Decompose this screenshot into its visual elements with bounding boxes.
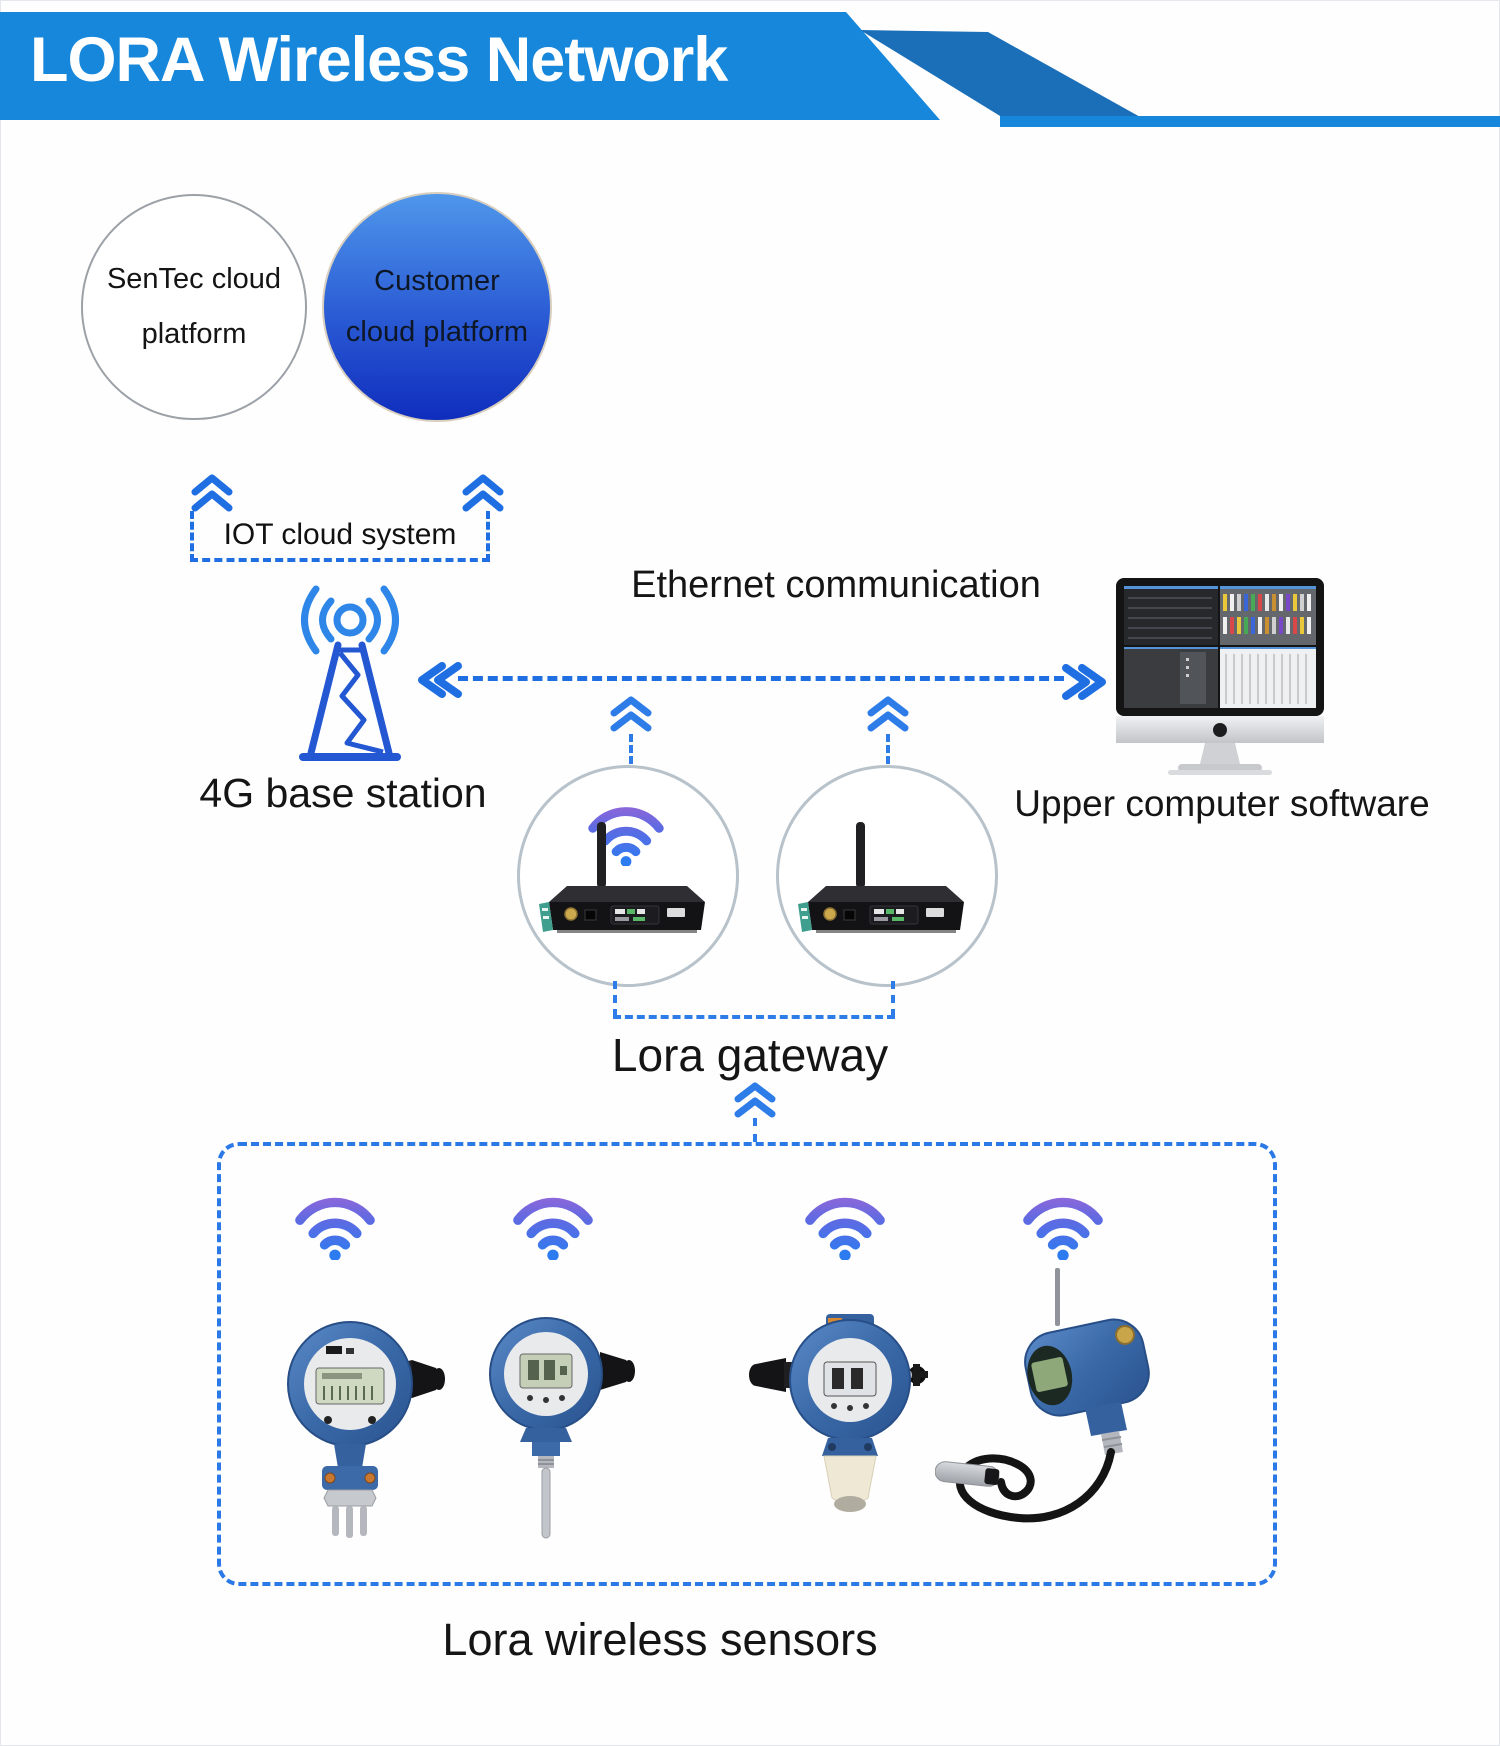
wifi-icon (1023, 1197, 1103, 1260)
up-arrow-icon (191, 474, 233, 512)
gateway-bracket-bottom-line (613, 1015, 895, 1019)
gateway-device-icon (539, 822, 705, 933)
sensor-temperature-transmitter-icon (489, 1317, 635, 1539)
customer-cloud-node: Customer cloud platform (322, 192, 552, 422)
sensor-pressure-transmitter-icon (287, 1321, 445, 1538)
sensors-label: Lora wireless sensors (442, 1614, 878, 1665)
gateway-uplink-dashed-line (629, 734, 633, 764)
left-double-chevron-icon (418, 662, 462, 698)
wifi-icon (295, 1197, 375, 1260)
lora-gateway-node (776, 765, 998, 987)
sensors-uplink-dashed-line (753, 1118, 757, 1142)
sentec-cloud-label-line2: platform (141, 318, 247, 350)
gateway-bracket-right-line (891, 981, 895, 1017)
base-station-icon (299, 585, 401, 761)
banner-ribbon (0, 12, 1500, 127)
monitor-icon (1116, 578, 1324, 775)
customer-cloud-label-line1: Customer (374, 265, 500, 298)
sensors-group-box (217, 1142, 1277, 1586)
sensor-ultrasonic-transmitter-icon (749, 1314, 928, 1512)
sentec-cloud-label-line1: SenTec cloud (106, 262, 282, 295)
sentec-cloud-node: SenTec cloud platform (81, 194, 307, 420)
gateway-device-icon (798, 822, 964, 933)
up-arrow-icon (734, 1082, 776, 1118)
wifi-icon (805, 1197, 885, 1260)
gateway-bracket-left-line (613, 981, 617, 1017)
customer-cloud-label-line2: cloud platform (345, 316, 529, 348)
wifi-icon (588, 807, 664, 866)
gateway-uplink-dashed-line (886, 734, 890, 764)
upper-computer-label: Upper computer software (1014, 783, 1430, 824)
iot-cloud-system-box: IOT cloud system (190, 511, 490, 562)
page-title: LORA Wireless Network (30, 25, 728, 95)
wifi-icon (513, 1197, 593, 1260)
right-double-chevron-icon (1062, 664, 1106, 700)
lora-gateway-node (517, 765, 739, 987)
sensor-submersible-transmitter-icon (935, 1268, 1150, 1523)
ethernet-label: Ethernet communication (631, 564, 1041, 606)
base-station-label: 4G base station (199, 770, 487, 816)
iot-cloud-system-label: IOT cloud system (223, 517, 457, 551)
up-arrow-icon (610, 696, 652, 732)
ethernet-dashed-line (458, 676, 1064, 681)
up-arrow-icon (462, 474, 504, 512)
gateway-label: Lora gateway (611, 1029, 889, 1081)
up-arrow-icon (867, 696, 909, 732)
